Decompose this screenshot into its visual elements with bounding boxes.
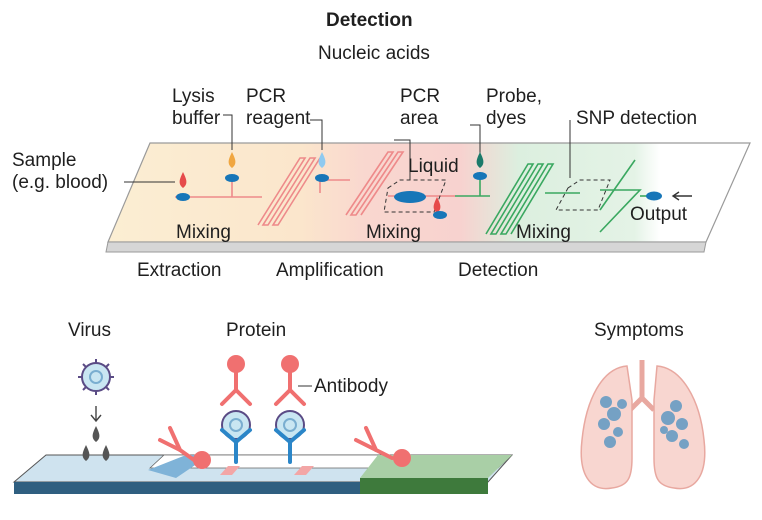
stage-label-detection: Detection	[458, 260, 539, 281]
liquid-drop-icon	[433, 197, 441, 213]
down-arrow-icon	[90, 406, 102, 423]
snp-detection-label: SNP detection	[576, 108, 698, 129]
pointer-lines	[124, 114, 571, 183]
lateral-flow-strip	[12, 406, 514, 494]
mixing-label-detection: Mixing	[516, 222, 571, 243]
liquid-label: Liquid	[408, 156, 459, 177]
sample-label: Sample (e.g. blood)	[12, 150, 109, 193]
protein-label: Protein	[226, 320, 287, 341]
lungs-icon	[580, 360, 706, 490]
virus-icon	[78, 359, 114, 395]
output-arrow-icon	[671, 191, 692, 201]
pcr-reagent-drop-icon	[318, 152, 326, 168]
pcr-area-label: PCR area	[400, 86, 441, 129]
antibody-label: Antibody	[314, 376, 388, 397]
lysis-drop-icon	[228, 152, 236, 168]
detection-channels	[455, 159, 652, 235]
pcr-reagent-label: PCR reagent	[246, 86, 311, 129]
snp-detection-box	[555, 179, 611, 211]
output-port-icon	[646, 191, 662, 201]
microfluidic-chip	[105, 114, 751, 253]
stage-label-amplification: Amplification	[276, 260, 384, 281]
drop-icon	[92, 426, 100, 442]
pcr-area-box	[383, 179, 447, 213]
sample-port-icon	[176, 193, 190, 201]
sample-drop-icon	[179, 172, 187, 188]
probe-dyes-label: Probe, dyes	[486, 86, 542, 129]
probe-port-icon	[473, 172, 487, 180]
output-label: Output	[630, 204, 688, 225]
probe-drop-icon	[476, 152, 484, 168]
symptoms-label: Symptoms	[594, 320, 684, 341]
lysis-port-icon	[225, 174, 239, 182]
antibody-icons	[158, 368, 394, 464]
figure-subtitle: Nucleic acids	[318, 43, 430, 64]
bound-virus-icon	[221, 410, 305, 440]
pcr-reagent-port-icon	[315, 174, 329, 182]
liquid-port-icon	[433, 211, 447, 219]
figure-title: Detection	[326, 10, 413, 31]
virus-label: Virus	[68, 320, 111, 341]
mixing-label-extraction: Mixing	[176, 222, 231, 243]
gold-particle-icons	[193, 355, 411, 469]
drop-icon	[102, 445, 110, 461]
mixing-label-amplification: Mixing	[366, 222, 421, 243]
stage-label-extraction: Extraction	[137, 260, 222, 281]
drop-icon	[82, 445, 90, 461]
reagent-droplets	[176, 152, 692, 219]
lysis-buffer-label: Lysis buffer	[172, 86, 221, 129]
pcr-area-icon	[394, 191, 426, 203]
